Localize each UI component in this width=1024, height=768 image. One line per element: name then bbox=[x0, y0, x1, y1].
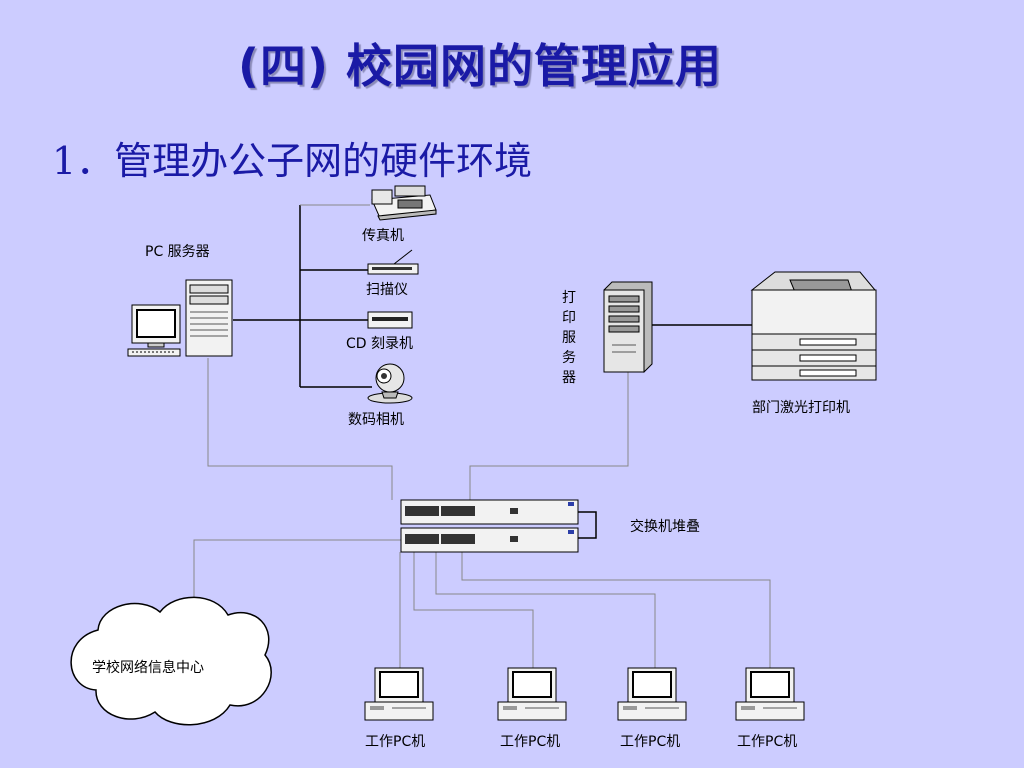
laser-printer-icon bbox=[750, 271, 877, 381]
fax-label: 传真机 bbox=[362, 228, 404, 244]
print-server-char: 服 bbox=[562, 330, 576, 346]
workstation-pc-icon bbox=[617, 667, 687, 721]
section-heading: 1．管理办公子网的硬件环境 bbox=[52, 139, 533, 183]
workstation-label: 工作PC机 bbox=[620, 734, 680, 750]
pc-server-label: PC 服务器 bbox=[145, 244, 210, 260]
camera-label: 数码相机 bbox=[348, 412, 404, 428]
print-server-icon bbox=[603, 281, 653, 373]
page-title: (四) 校园网的管理应用 bbox=[237, 39, 723, 93]
digital-camera-icon bbox=[367, 363, 413, 404]
workstation-pc-icon bbox=[735, 667, 805, 721]
switch-stack-label: 交换机堆叠 bbox=[630, 518, 700, 535]
workstation-pc-icon bbox=[497, 667, 567, 721]
workstation-label: 工作PC机 bbox=[500, 734, 560, 750]
print-server-char: 打 bbox=[562, 289, 576, 306]
print-server-char: 印 bbox=[562, 310, 576, 326]
workstation-pc-icon bbox=[364, 667, 434, 721]
fax-machine-icon bbox=[371, 185, 437, 221]
cloud-icon bbox=[70, 596, 272, 726]
cd-burner-icon bbox=[367, 311, 413, 329]
scanner-label: 扫描仪 bbox=[366, 282, 408, 298]
switch-icon bbox=[400, 499, 579, 525]
print-server-label: 打 印 服 务 器 bbox=[562, 289, 576, 386]
scanner-icon bbox=[367, 249, 419, 275]
workstation-label: 工作PC机 bbox=[365, 734, 425, 750]
cd-burner-label: CD 刻录机 bbox=[346, 336, 413, 352]
pc-server-icon bbox=[127, 279, 233, 357]
print-server-char: 器 bbox=[562, 370, 576, 386]
workstation-label: 工作PC机 bbox=[737, 734, 797, 750]
switch-icon bbox=[400, 527, 579, 553]
laser-printer-label: 部门激光打印机 bbox=[752, 399, 850, 416]
info-center-label: 学校网络信息中心 bbox=[92, 659, 204, 676]
connection-lines bbox=[193, 204, 771, 685]
print-server-char: 务 bbox=[562, 350, 576, 366]
